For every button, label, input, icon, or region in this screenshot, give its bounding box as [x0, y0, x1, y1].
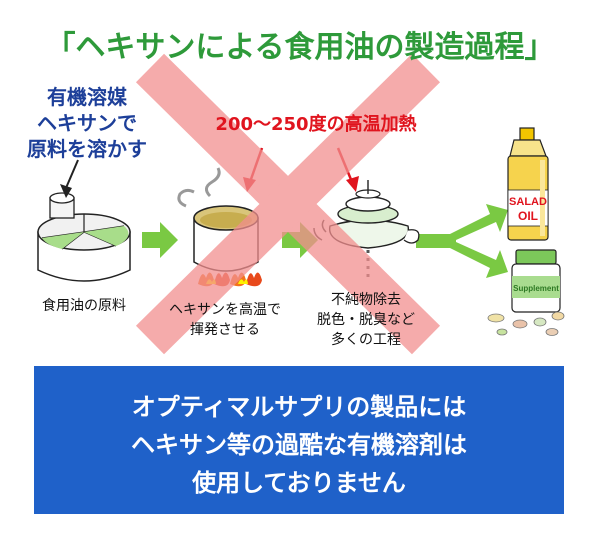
message-text: オプティマルサプリの製品には ヘキサン等の過酷な有機溶剤は 使用しておりません [34, 388, 564, 502]
flow-arrow-icon [142, 222, 178, 258]
heat-label: 200〜250度の高温加熱 [215, 114, 417, 135]
bottle-label-line1: SALAD [509, 196, 547, 208]
supplement-jar-icon [487, 249, 565, 336]
bottle-label-line2: OIL [518, 209, 538, 223]
salad-oil-bottle-icon [507, 127, 549, 241]
caption-line: 不純物除去 [331, 292, 401, 308]
hexane-arrow-icon [60, 159, 79, 198]
message-line: オプティマルサプリの製品には [131, 393, 467, 421]
message-line: ヘキサン等の過酷な有機溶剤は [131, 431, 467, 459]
solvent-label-line: ヘキサンで [37, 111, 137, 135]
evaporate-caption: ヘキサンを高温で 揮発させる [160, 300, 290, 340]
solvent-label-line: 有機溶媒 [47, 85, 127, 109]
page-title: 「ヘキサンによる食用油の製造過程」 [45, 30, 555, 65]
caption-line: 多くの工程 [331, 332, 401, 348]
solvent-label: 有機溶媒 ヘキサンで 原料を溶かす [12, 84, 162, 162]
caption-line: 脱色・脱臭など [317, 312, 415, 328]
solvent-label-line: 原料を溶かす [27, 137, 147, 161]
caption-line: ヘキサンを高温で [169, 302, 281, 318]
split-arrow-icon [416, 204, 508, 278]
raw-material-container-icon [37, 192, 131, 282]
supplement-label: Supplement [513, 284, 559, 293]
message-box: オプティマルサプリの製品には ヘキサン等の過酷な有機溶剤は 使用しておりません [34, 366, 564, 514]
raw-material-caption: 食用油の原料 [42, 298, 126, 314]
message-line: 使用しておりません [192, 469, 406, 497]
process-caption: 不純物除去 脱色・脱臭など 多くの工程 [306, 290, 426, 350]
caption-line: 揮発させる [190, 322, 260, 338]
cross-mark-icon [135, 53, 441, 355]
